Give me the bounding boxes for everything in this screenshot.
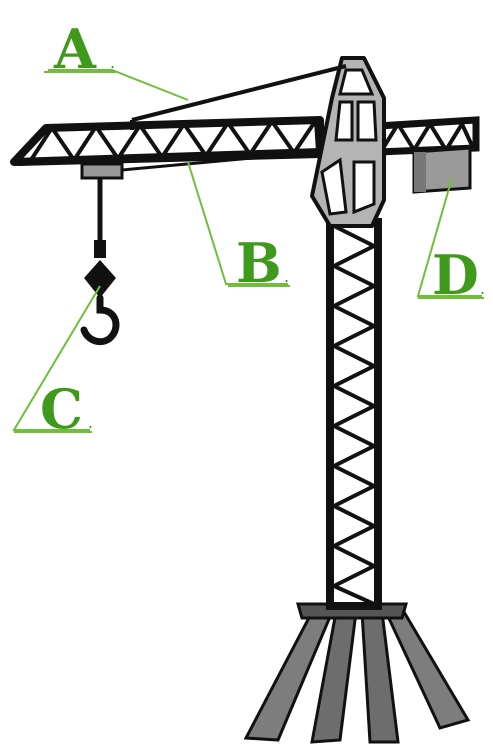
leader-line-a	[48, 69, 189, 101]
trolley-rail-cable	[121, 150, 319, 172]
label-a-group: A .	[53, 17, 115, 81]
crane-jib	[10, 116, 324, 166]
leader-line-c	[12, 285, 101, 431]
counterweight	[412, 146, 472, 194]
tower-mast	[326, 218, 382, 610]
trolley	[80, 162, 124, 180]
label-a-period: .	[110, 53, 115, 72]
cab-window-lower	[320, 157, 348, 216]
hook-icon	[80, 294, 120, 346]
hook-assembly	[80, 178, 120, 346]
label-b: B	[236, 231, 282, 295]
label-c: C	[40, 377, 83, 441]
hook-block	[84, 260, 116, 298]
label-d-group: D .	[432, 243, 485, 307]
base-leg-right	[383, 610, 471, 730]
counterweight-shade	[414, 152, 426, 192]
cab-window-lower-right	[352, 160, 376, 215]
leader-line-b	[187, 161, 288, 285]
mast-lattice	[333, 224, 375, 606]
leader-line-d	[416, 177, 482, 297]
pendant-cable	[131, 64, 347, 122]
counter-jib-lattice	[380, 122, 476, 152]
label-d: D	[432, 243, 479, 307]
jib-truss-body	[10, 116, 324, 166]
cab-window-mid-left	[334, 100, 354, 142]
leader-lines	[12, 69, 482, 431]
label-a: A	[53, 17, 97, 81]
tower-head-cab	[310, 56, 386, 228]
base-leg-center-right	[360, 610, 400, 744]
jib-lattice	[28, 119, 320, 163]
label-c-group: C .	[40, 377, 93, 441]
label-d-period: .	[480, 279, 485, 298]
label-b-group: B .	[236, 231, 289, 295]
cab-window-top	[338, 68, 375, 96]
label-b-period: .	[284, 267, 289, 286]
label-c-period: .	[88, 413, 93, 432]
cab-window-mid-right	[356, 100, 378, 142]
hook-swivel	[94, 240, 106, 258]
crane-base	[243, 602, 471, 744]
